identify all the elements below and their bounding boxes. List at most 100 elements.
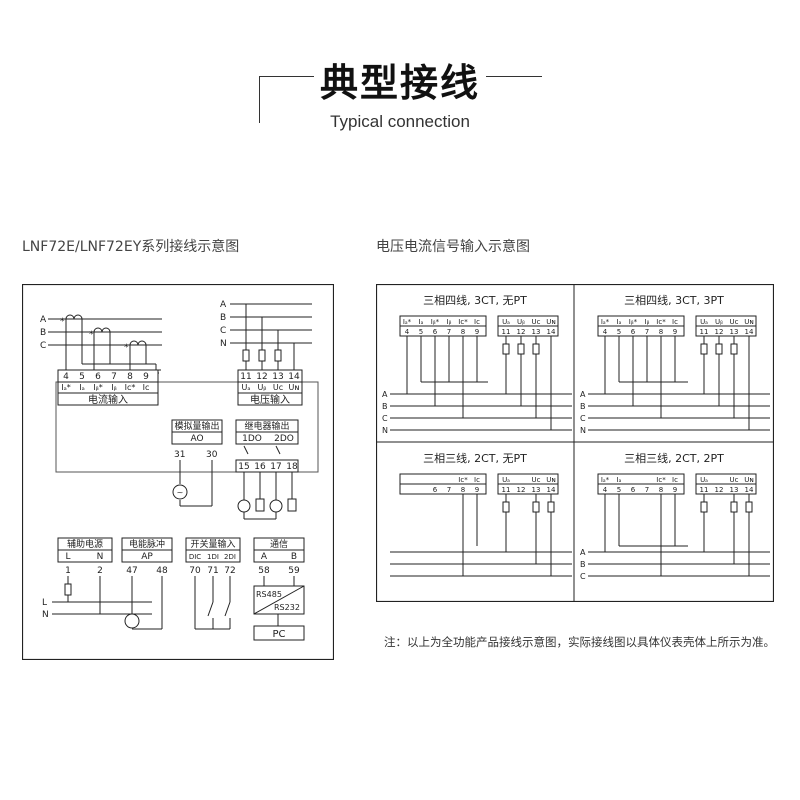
svg-text:C: C: [382, 414, 388, 423]
svg-text:N: N: [580, 426, 586, 435]
svg-text:11: 11: [502, 486, 511, 494]
svg-text:4: 4: [405, 328, 410, 336]
svg-text:2DI: 2DI: [224, 553, 236, 561]
svg-text:*: *: [60, 317, 65, 327]
svg-text:1: 1: [65, 566, 71, 576]
svg-text:9: 9: [475, 486, 479, 494]
svg-text:14: 14: [745, 486, 754, 494]
svg-text:AP: AP: [141, 552, 153, 562]
svg-text:15: 15: [238, 462, 249, 472]
svg-text:*: *: [89, 330, 94, 340]
svg-text:Iₐ: Iₐ: [617, 318, 622, 326]
svg-text:电能脉冲: 电能脉冲: [129, 538, 165, 550]
svg-text:Iₐ: Iₐ: [419, 318, 424, 326]
svg-text:13: 13: [272, 372, 283, 382]
svg-text:Iᴄ*: Iᴄ*: [656, 476, 666, 484]
svg-text:B: B: [580, 560, 586, 569]
svg-text:7: 7: [645, 328, 649, 336]
svg-text:14: 14: [547, 486, 556, 494]
svg-text:三相三线, 2CT, 2PT: 三相三线, 2CT, 2PT: [624, 451, 724, 465]
svg-text:Iᴄ: Iᴄ: [474, 318, 480, 326]
svg-text:A: A: [580, 390, 586, 399]
left-diagram-title: LNF72E/LNF72EY系列接线示意图: [22, 239, 240, 255]
svg-text:三相四线, 3CT, 无PT: 三相四线, 3CT, 无PT: [423, 293, 527, 307]
svg-text:~: ~: [177, 488, 184, 497]
svg-text:Uɴ: Uɴ: [744, 476, 754, 484]
svg-text:8: 8: [461, 486, 465, 494]
svg-text:Iₐ*: Iₐ*: [61, 383, 71, 392]
svg-text:RS232: RS232: [274, 603, 300, 612]
svg-text:Iᴄ*: Iᴄ*: [458, 476, 468, 484]
svg-text:14: 14: [288, 372, 300, 382]
svg-text:11: 11: [240, 372, 251, 382]
svg-text:Iᵦ: Iᵦ: [645, 318, 650, 326]
svg-text:13: 13: [532, 328, 541, 336]
svg-text:9: 9: [475, 328, 479, 336]
svg-text:17: 17: [270, 462, 281, 472]
svg-text:47: 47: [126, 566, 137, 576]
svg-text:Iₐ*: Iₐ*: [403, 318, 412, 326]
svg-text:AO: AO: [190, 434, 203, 444]
svg-text:14: 14: [547, 328, 556, 336]
svg-text:5: 5: [617, 328, 621, 336]
svg-text:Uᴄ: Uᴄ: [730, 318, 739, 326]
svg-text:C: C: [580, 414, 586, 423]
footnote: 注：以上为全功能产品接线示意图，实际接线图以具体仪表壳体上所示为准。: [384, 635, 775, 649]
svg-text:6: 6: [433, 486, 438, 494]
svg-text:Iᵦ: Iᵦ: [111, 383, 117, 392]
svg-text:1DI: 1DI: [207, 553, 219, 561]
svg-text:9: 9: [673, 328, 677, 336]
svg-text:8: 8: [461, 328, 465, 336]
svg-text:L: L: [42, 598, 47, 608]
svg-text:Uₐ: Uₐ: [502, 476, 510, 484]
svg-text:13: 13: [730, 486, 739, 494]
svg-text:71: 71: [207, 566, 218, 576]
svg-text:11: 11: [700, 486, 709, 494]
svg-text:5: 5: [617, 486, 621, 494]
svg-text:Uɴ: Uɴ: [546, 318, 556, 326]
svg-text:Iᴄ: Iᴄ: [143, 383, 150, 392]
svg-text:5: 5: [419, 328, 423, 336]
pc-box: PC: [272, 629, 285, 640]
svg-text:Uᴄ: Uᴄ: [532, 318, 541, 326]
svg-text:Iᵦ*: Iᵦ*: [93, 383, 103, 392]
svg-text:70: 70: [189, 566, 201, 576]
svg-text:B: B: [382, 402, 388, 411]
svg-text:继电器输出: 继电器输出: [244, 420, 289, 432]
svg-text:三相四线, 3CT, 3PT: 三相四线, 3CT, 3PT: [624, 293, 724, 307]
svg-text:Uᴄ: Uᴄ: [532, 476, 541, 484]
svg-text:Iᴄ: Iᴄ: [672, 476, 678, 484]
voltage-input-label: 电压输入: [250, 393, 290, 406]
svg-text:A: A: [220, 300, 227, 310]
svg-text:4: 4: [603, 486, 608, 494]
left-wiring-diagram: A B C *** 4 5 6 7 8 9 Iₐ* Iₐ Iᵦ* Iᵦ Iᴄ* …: [22, 284, 334, 660]
svg-text:12: 12: [517, 328, 526, 336]
page-subtitle: Typical connection: [0, 112, 800, 132]
svg-text:13: 13: [532, 486, 541, 494]
svg-text:Iᴄ*: Iᴄ*: [125, 383, 136, 392]
line-label-b: B: [40, 328, 46, 338]
svg-text:Iₐ: Iₐ: [617, 476, 622, 484]
svg-text:8: 8: [659, 486, 663, 494]
svg-text:辅助电源: 辅助电源: [67, 538, 103, 550]
svg-text:7: 7: [111, 372, 117, 382]
svg-text:N: N: [382, 426, 388, 435]
svg-text:48: 48: [156, 566, 168, 576]
svg-text:A: A: [261, 552, 268, 562]
svg-text:Uₐ: Uₐ: [242, 383, 251, 392]
svg-text:30: 30: [206, 450, 218, 460]
svg-text:12: 12: [715, 328, 724, 336]
svg-text:2: 2: [97, 566, 103, 576]
svg-text:N: N: [220, 339, 227, 349]
svg-text:A: A: [580, 548, 586, 557]
svg-text:N: N: [42, 610, 49, 620]
line-label-a: A: [40, 315, 47, 325]
current-input-label: 电流输入: [88, 393, 128, 406]
svg-text:8: 8: [659, 328, 663, 336]
svg-text:L: L: [65, 552, 70, 562]
svg-text:Iᴄ: Iᴄ: [474, 476, 480, 484]
svg-text:Uɴ: Uɴ: [744, 318, 754, 326]
